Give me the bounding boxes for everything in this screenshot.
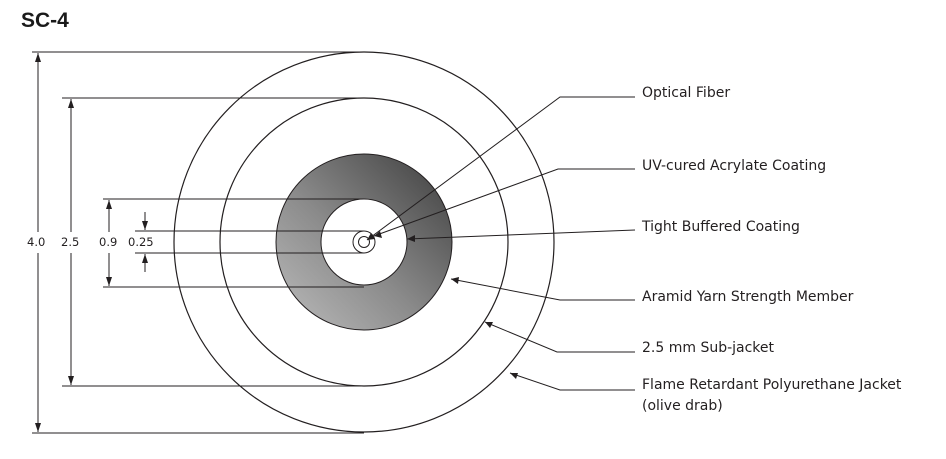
dimension-label-0-9: 0.9 bbox=[99, 235, 117, 249]
label-uv-cured-acrylate-coating: UV-cured Acrylate Coating bbox=[642, 158, 826, 174]
dimension-label-0-25: 0.25 bbox=[128, 235, 154, 249]
leader-tight-buffer bbox=[406, 229, 636, 242]
extension-lines bbox=[32, 51, 364, 434]
diagram-title: SC-4 bbox=[21, 9, 69, 32]
dimension-4-0 bbox=[35, 53, 41, 432]
dimension-0-25 bbox=[142, 212, 148, 272]
optical-fiber-core bbox=[358, 236, 370, 248]
label-jacket-line-2: (olive drab) bbox=[642, 398, 723, 414]
leader-subjacket bbox=[484, 321, 635, 353]
leader-aramid bbox=[450, 277, 635, 301]
dimension-label-4-0: 4.0 bbox=[27, 235, 45, 249]
label-aramid-yarn-strength-member: Aramid Yarn Strength Member bbox=[642, 289, 854, 305]
leader-uv-coating bbox=[373, 168, 635, 238]
dimension-0-9 bbox=[106, 200, 112, 286]
label-jacket-line-1: Flame Retardant Polyurethane Jacket bbox=[642, 377, 902, 393]
dimension-label-2-5: 2.5 bbox=[61, 235, 79, 249]
leader-optical-fiber bbox=[366, 96, 635, 241]
leader-jacket bbox=[509, 372, 635, 391]
label-tight-buffered-coating: Tight Buffered Coating bbox=[641, 219, 800, 235]
dimension-2-5 bbox=[68, 99, 74, 385]
label-sub-jacket: 2.5 mm Sub-jacket bbox=[642, 340, 775, 356]
label-optical-fiber: Optical Fiber bbox=[642, 85, 730, 101]
